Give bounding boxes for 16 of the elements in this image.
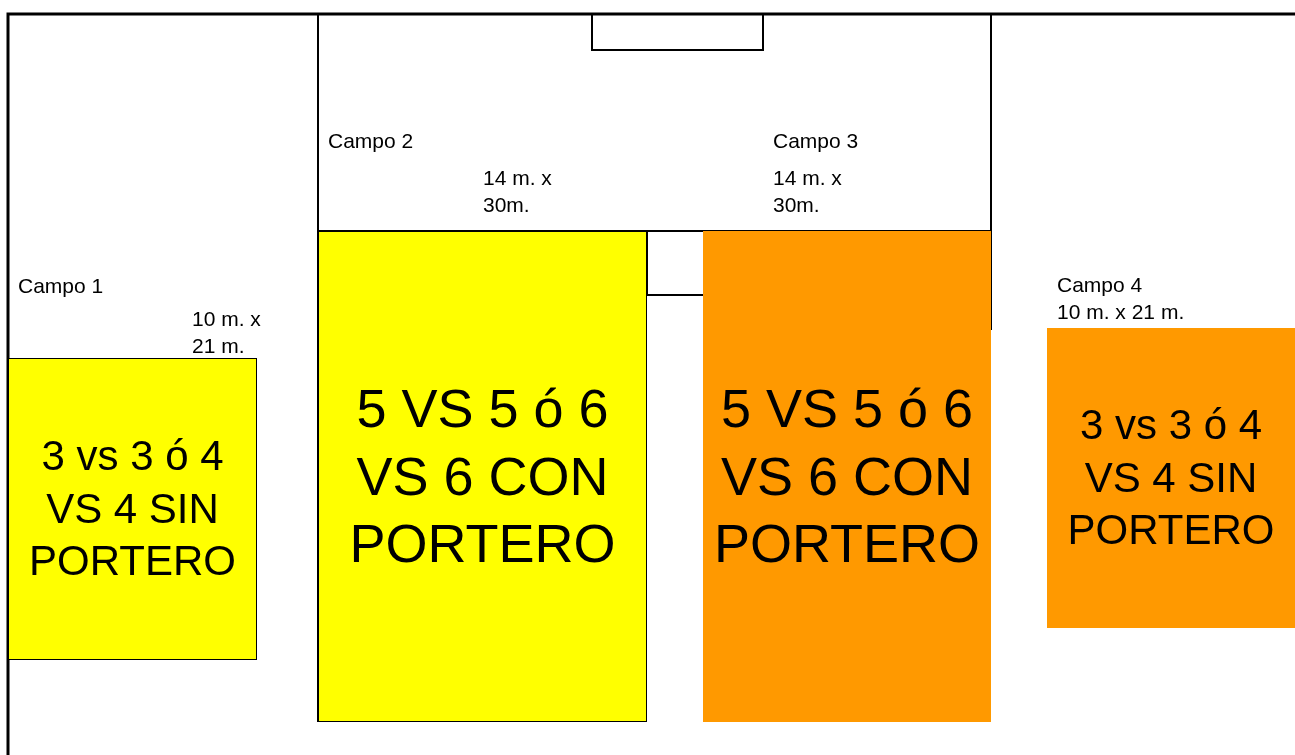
dimension-text: 10 m. x 21 m. [1057, 299, 1185, 325]
field-name: Campo 3 [773, 128, 859, 154]
field-name: Campo 2 [328, 128, 414, 154]
zone-label: 5 VS 5 ó 6 VS 6 CON PORTERO [348, 377, 617, 576]
play-zone [1047, 328, 1295, 628]
field-name: Campo 4 [1057, 272, 1143, 298]
zone-label: 3 vs 3 ó 4 VS 4 SIN PORTERO [1066, 400, 1276, 556]
play-zone [703, 231, 991, 722]
play-zone [318, 231, 647, 722]
zone-label: 3 vs 3 ó 4 VS 4 SIN PORTERO [28, 431, 237, 587]
dimension-text: 14 m. x 30m. [773, 165, 843, 219]
field-name: Campo 1 [18, 273, 104, 299]
zone-label: 5 VS 5 ó 6 VS 6 CON PORTERO [712, 377, 981, 576]
play-zone [8, 358, 257, 660]
dimension-text: 14 m. x 30m. [483, 165, 553, 219]
dimension-text: 10 m. x 21 m. [192, 306, 262, 360]
